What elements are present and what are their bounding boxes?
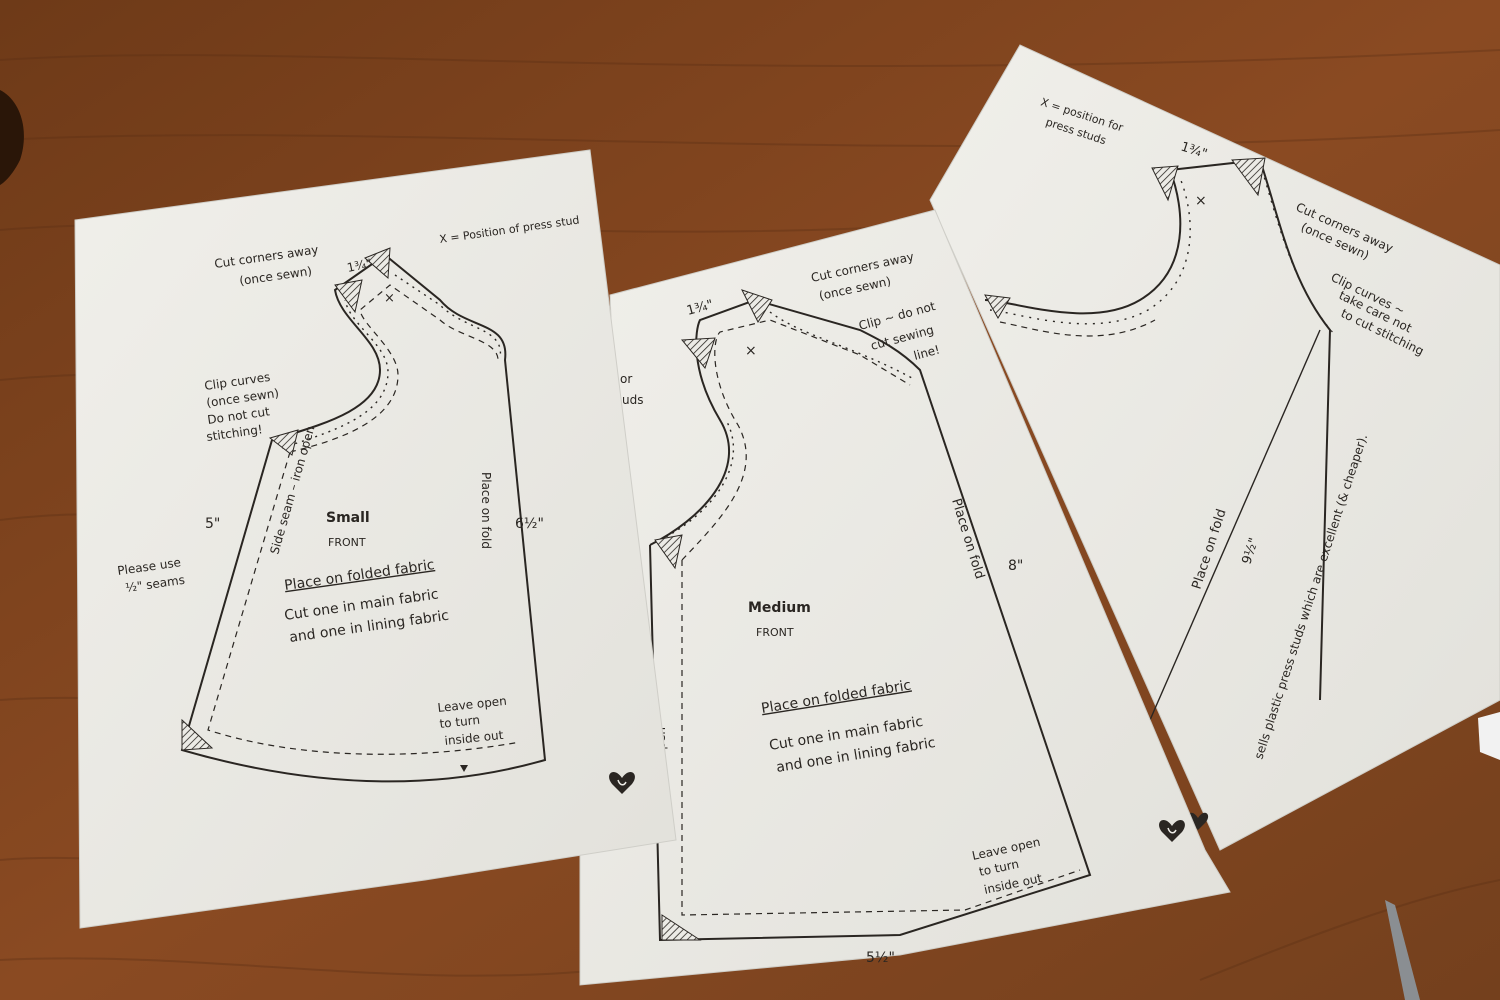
fold-label-small: Place on fold [479, 472, 493, 549]
hatched-corner-large-right [1231, 157, 1266, 197]
size-label-medium: Medium [748, 600, 811, 616]
paper-sheet-large [929, 44, 1500, 851]
dashed-stitch-line-medium [681, 319, 911, 561]
cut-off-note-medium-2: uds [622, 393, 643, 407]
bottom-dimension-medium: 5½" [866, 950, 895, 966]
hatched-corner-medium-hem [661, 914, 702, 941]
view-label-medium: FRONT [756, 626, 794, 639]
neckline-clip-marks-small [281, 299, 389, 449]
fold-dimension-small: 6½" [515, 516, 544, 532]
leave-open-note-small-2: to turn [439, 713, 481, 731]
heart-logo-icon [609, 771, 635, 794]
paper-sheet-small [74, 149, 677, 929]
neckline-clip-marks-large [989, 177, 1191, 325]
fold-line-large [1149, 329, 1321, 721]
pattern-piece-medium: 1¾" × Cut corners away (once sewn) Clip … [579, 209, 1231, 986]
dashed-stitch-line-large [999, 319, 1156, 337]
outline-small [180, 253, 547, 783]
dark-corner-object [0, 90, 24, 185]
pattern-piece-small: X = Position of press stud Cut corners a… [74, 149, 677, 929]
neckline-clip-marks-medium [659, 419, 735, 541]
clip-note-medium-3: line! [912, 343, 941, 363]
hatched-corner-small-hem [181, 718, 214, 751]
leave-open-note-small-3: inside out [444, 728, 504, 748]
scissors-tip [1385, 900, 1420, 1000]
fold-dimension-medium: 8" [1008, 558, 1023, 574]
heart-logo-icon [1159, 819, 1185, 842]
view-label-small: FRONT [328, 536, 366, 549]
press-stud-mark-large: × [1195, 193, 1207, 209]
press-stud-mark-medium: × [745, 343, 757, 359]
neck-dimension-medium: 1¾" [685, 297, 715, 318]
neck-dimension-small: 1¾" [346, 256, 373, 275]
hatched-corner-medium-neck [741, 289, 773, 324]
side-dimension-small: 5" [205, 516, 220, 532]
heart-logo-icon [1187, 812, 1209, 830]
neckline-large [984, 158, 1332, 701]
press-stud-mark-small: × [384, 291, 395, 306]
hatched-corner-small-neck [364, 247, 391, 280]
hatched-corner-large-left [1151, 165, 1179, 202]
cut-off-note-medium-1: or [620, 372, 632, 386]
dashed-stitch-line-small [289, 284, 499, 453]
pattern-piece-large: X = position for press studs 1¾" × Cut c… [929, 44, 1500, 851]
white-object-edge [1478, 712, 1500, 760]
size-label-small: Small [326, 510, 370, 526]
